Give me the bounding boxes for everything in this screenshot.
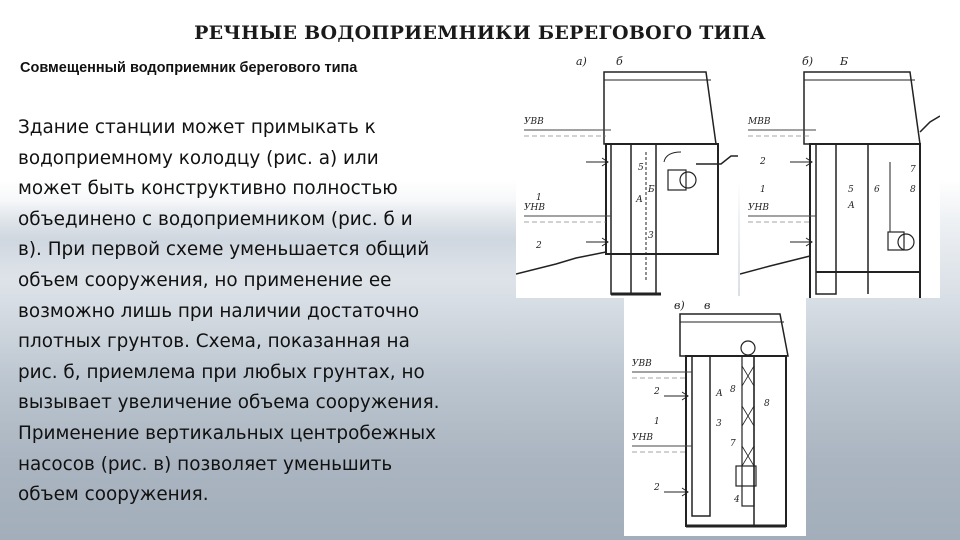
figure-a-number: 5 xyxy=(638,163,644,173)
figure-b-number: 6 xyxy=(874,185,880,195)
figure-b-intake-diagram: б) Б МВВ УНВ 2 1 5 А 6 7 8 xyxy=(740,52,940,298)
body-line: возможно лишь при наличии достаточно xyxy=(18,300,420,322)
figure-c-number: А xyxy=(715,389,723,399)
body-line: объединено с водоприемником (рис. б и xyxy=(18,208,413,230)
figure-b-number: А xyxy=(847,201,855,211)
body-paragraph: Здание станции может примыкать к водопри… xyxy=(18,113,518,511)
body-line: насосов (рис. в) позволяет уменьшить xyxy=(18,453,393,475)
figure-c-number: 8 xyxy=(764,399,770,409)
figure-c-number: 3 xyxy=(716,419,722,429)
figure-b-number: 7 xyxy=(910,165,916,175)
body-line: вызывает увеличение объема сооружения. xyxy=(18,392,440,414)
figure-c-letter: в) xyxy=(674,299,685,312)
figure-a-top-label: б xyxy=(616,55,623,68)
figure-a-number: 2 xyxy=(535,241,542,251)
unv-label: УНВ xyxy=(632,433,653,443)
figure-c-number: 7 xyxy=(730,439,736,449)
figure-b-top-label: Б xyxy=(839,55,848,68)
body-line: Применение вертикальных центробежных xyxy=(18,422,437,444)
body-line: может быть конструктивно полностью xyxy=(18,178,398,200)
figure-a-number: 3 xyxy=(648,231,654,241)
figure-a-intake-diagram: а) б УВВ УНВ 1 2 5 А Б 3 xyxy=(516,52,738,298)
body-line: объем сооружения, но применение ее xyxy=(18,269,392,291)
body-line: водоприемному колодцу (рис. а) или xyxy=(18,147,379,169)
body-line: в). При первой схеме уменьшается общий xyxy=(18,239,430,261)
figure-a-letter: а) xyxy=(576,55,587,68)
figure-b-number: 2 xyxy=(759,157,766,167)
mvv-label: МВВ xyxy=(747,117,771,127)
unv-label: УНВ xyxy=(524,203,545,213)
figure-c-intake-diagram: в) в УВВ УНВ 2 1 2 А 8 7 3 8 4 xyxy=(624,296,806,536)
figure-a-number: 1 xyxy=(536,193,542,203)
background-water-haze xyxy=(0,200,520,280)
figure-c-number: 8 xyxy=(730,385,736,395)
body-line: объем сооружения. xyxy=(18,484,209,506)
unv-label: УНВ xyxy=(748,203,769,213)
figure-c-number: 1 xyxy=(654,417,660,427)
body-line: Здание станции может примыкать к xyxy=(18,117,376,138)
figure-b-number: 1 xyxy=(760,185,766,195)
uvv-label: УВВ xyxy=(632,359,652,369)
figure-a-number: А xyxy=(635,195,643,205)
uvv-label: УВВ xyxy=(524,117,544,127)
figure-b-number: 5 xyxy=(848,185,854,195)
figure-a-number: Б xyxy=(647,185,655,195)
page-subtitle: Совмещенный водоприемник берегового типа xyxy=(20,60,358,76)
page-title: РЕЧНЫЕ ВОДОПРИЕМНИКИ БЕРЕГОВОГО ТИПА xyxy=(194,22,766,44)
figure-c-number: 2 xyxy=(653,387,660,397)
figure-b-letter: б) xyxy=(802,55,813,68)
figure-b-number: 8 xyxy=(910,185,916,195)
figure-c-top-label: в xyxy=(704,299,710,312)
body-line: плотных грунтов. Схема, показанная на xyxy=(18,331,410,353)
figure-c-number: 4 xyxy=(733,495,740,505)
figure-c-number: 2 xyxy=(653,483,660,493)
body-line: рис. б, приемлема при любых грунтах, но xyxy=(18,361,425,383)
